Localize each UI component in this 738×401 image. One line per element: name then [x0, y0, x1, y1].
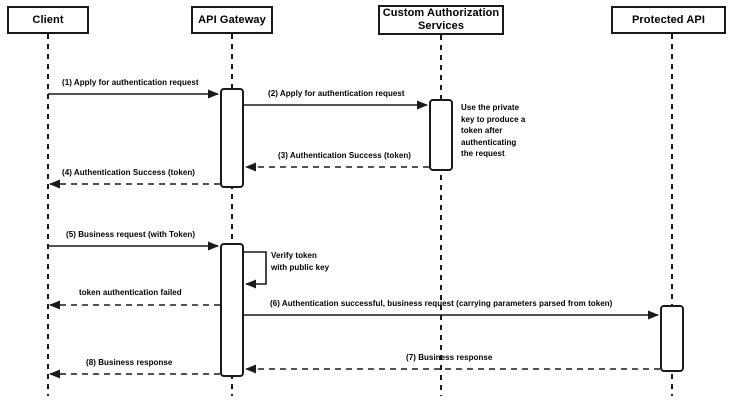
note-private-key-line-2: key to produce a [461, 114, 526, 124]
message-label-6: (6) Authentication successful, business … [270, 299, 613, 308]
note-private-key-line-4: authenticating [461, 137, 517, 147]
activation-gateway-business[interactable] [220, 243, 244, 377]
message-arrow-self-verify [244, 251, 267, 289]
note-private-key-line-3: token after [461, 126, 503, 136]
participant-label-protected-api: Protected API [631, 13, 706, 26]
note-private-key-line-1: Use the private [461, 103, 520, 112]
participant-box-client[interactable]: Client [7, 6, 89, 34]
self-verify-line-2: with public key [271, 262, 330, 272]
participant-label-client: Client [32, 13, 64, 26]
message-label-token-failed: token authentication failed [79, 288, 182, 297]
note-private-key-line-5: the request [461, 149, 505, 159]
participant-label-custom-authorization-services: Custom Authorization Services [382, 7, 500, 32]
participant-box-protected-api[interactable]: Protected API [611, 6, 726, 34]
message-label-8: (8) Business response [86, 358, 173, 367]
note-private-key: Use the private key to produce a token a… [461, 102, 531, 160]
message-label-1: (1) Apply for authentication request [62, 78, 199, 87]
participant-box-api-gateway[interactable]: API Gateway [191, 6, 273, 34]
self-verify-line-1: Verify token [271, 251, 317, 260]
message-label-2: (2) Apply for authentication request [268, 89, 405, 98]
message-label-3: (3) Authentication Success (token) [278, 151, 411, 160]
participant-box-custom-authorization-services[interactable]: Custom Authorization Services [378, 5, 504, 35]
message-label-self-verify: Verify token with public key [271, 250, 329, 273]
message-label-5: (5) Business request (with Token) [66, 230, 196, 239]
message-label-7: (7) Business response [406, 353, 493, 362]
activation-protected-api[interactable] [660, 305, 684, 372]
activation-gateway-auth[interactable] [220, 88, 244, 188]
message-label-4: (4) Authentication Success (token) [62, 168, 195, 177]
participant-label-api-gateway: API Gateway [198, 13, 266, 26]
activation-custom-authorization-services[interactable] [429, 99, 453, 171]
